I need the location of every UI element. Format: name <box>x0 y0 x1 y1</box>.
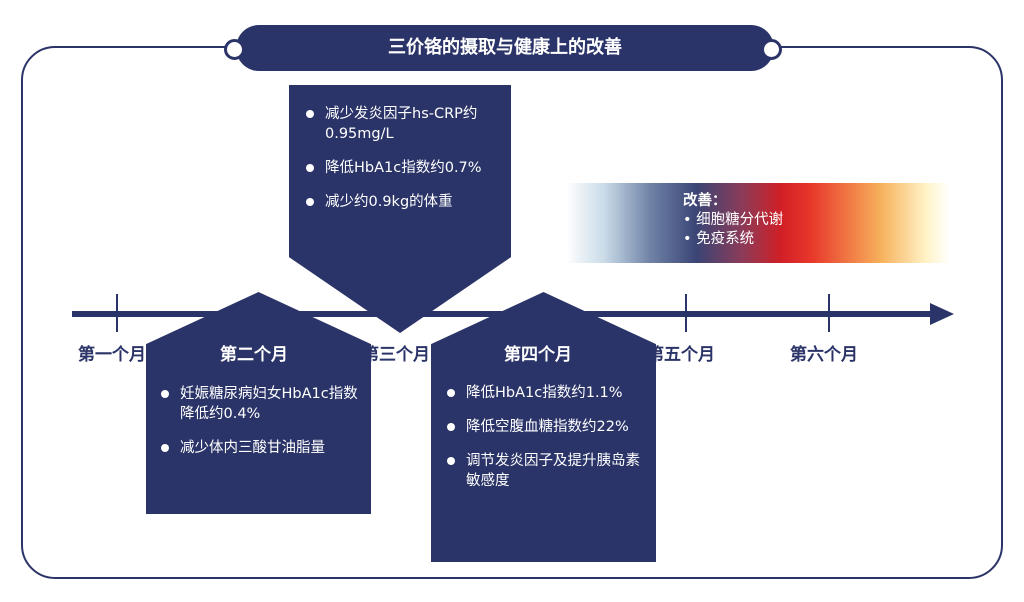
title-banner: 三价铬的摄取与健康上的改善 <box>236 25 774 71</box>
timeline-tick <box>116 294 118 332</box>
timeline-axis <box>72 311 938 317</box>
list-item: 降低HbA1c指数约0.7% <box>305 158 505 178</box>
month4-callout <box>431 292 656 562</box>
timeline-arrow-icon <box>930 303 954 325</box>
month-label-1: 第一个月 <box>78 345 146 365</box>
timeline-tick <box>542 294 544 332</box>
title-left-dot <box>224 39 245 60</box>
list-item: 降低HbA1c指数约1.1% <box>446 383 646 403</box>
bullet-icon <box>306 110 314 118</box>
list-item: 减少体内三酸甘油脂量 <box>160 438 365 458</box>
list-item: 妊娠糖尿病妇女HbA1c指数降低约0.4% <box>160 384 365 424</box>
page-title: 三价铬的摄取与健康上的改善 <box>388 37 622 58</box>
month-label-5: 第五个月 <box>647 345 715 365</box>
timeline-tick <box>685 294 687 332</box>
improvement-item: • 细胞糖分代谢 <box>683 212 784 228</box>
timeline-tick <box>258 294 260 332</box>
bullet-icon <box>447 423 455 431</box>
month4-list: 降低HbA1c指数约1.1% 降低空腹血糖指数约22% 调节发炎因子及提升胰岛素… <box>446 383 646 505</box>
month-label-3: 第三个月 <box>362 345 430 365</box>
list-item: 减少发炎因子hs-CRP约0.95mg/L <box>305 104 505 144</box>
bullet-icon <box>161 444 169 452</box>
improvement-gradient-band <box>566 183 950 263</box>
list-item: 调节发炎因子及提升胰岛素敏感度 <box>446 451 646 491</box>
bullet-icon <box>447 457 455 465</box>
bullet-icon <box>306 164 314 172</box>
improvement-item: • 免疫系统 <box>683 231 755 247</box>
month-label-6: 第六个月 <box>790 345 858 365</box>
title-right-dot <box>761 39 782 60</box>
month3-list: 减少发炎因子hs-CRP约0.95mg/L 降低HbA1c指数约0.7% 减少约… <box>305 104 505 226</box>
month2-list: 妊娠糖尿病妇女HbA1c指数降低约0.4% 减少体内三酸甘油脂量 <box>160 384 365 472</box>
improvement-note: 改善： • 细胞糖分代谢 • 免疫系统 <box>683 192 783 249</box>
month-label-2: 第二个月 <box>220 345 288 365</box>
list-item: 降低空腹血糖指数约22% <box>446 417 646 437</box>
list-item: 减少约0.9kg的体重 <box>305 192 505 212</box>
timeline-tick <box>828 294 830 332</box>
bullet-icon <box>161 390 169 398</box>
bullet-icon <box>306 198 314 206</box>
bullet-icon <box>447 389 455 397</box>
improvement-heading: 改善： <box>683 193 727 209</box>
month-label-4: 第四个月 <box>504 345 572 365</box>
timeline-tick <box>400 294 402 332</box>
